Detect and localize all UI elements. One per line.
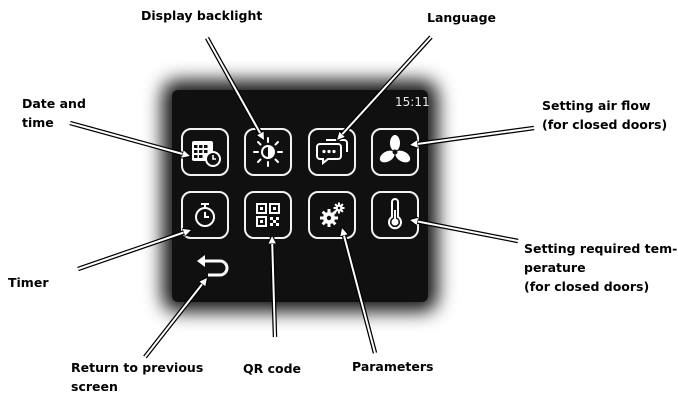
return-arrow-icon[interactable] (194, 252, 234, 282)
label-temperature: Setting required tem- perature (for clos… (524, 241, 678, 294)
label-timer: Timer (8, 275, 49, 290)
stopwatch-icon (195, 203, 215, 227)
display-backlight-button[interactable] (244, 128, 292, 176)
parameters-button[interactable] (308, 191, 356, 239)
calendar-clock-icon (192, 141, 221, 167)
gears-icon (320, 202, 345, 227)
label-return: Return to previous screen (71, 360, 204, 394)
fan-icon (379, 135, 411, 163)
label-qr-code: QR code (243, 361, 302, 376)
label-parameters: Parameters (352, 359, 434, 374)
air-flow-button[interactable] (371, 128, 419, 176)
label-air-flow: Setting air flow (for closed doors) (542, 98, 668, 132)
language-button[interactable] (308, 128, 356, 176)
temperature-button[interactable] (371, 191, 419, 239)
thermometer-icon (388, 198, 402, 230)
qr-code-icon (256, 203, 280, 227)
half-sun-icon (253, 137, 283, 167)
timer-button[interactable] (181, 191, 229, 239)
label-language: Language (427, 10, 497, 25)
date-time-button[interactable] (181, 128, 229, 176)
label-date-and-time: Date and time (22, 96, 86, 130)
qr-code-button[interactable] (244, 191, 292, 239)
label-display-backlight: Display backlight (141, 8, 263, 23)
speech-bubbles-icon (316, 139, 348, 166)
clock: 15:11 (395, 95, 430, 109)
